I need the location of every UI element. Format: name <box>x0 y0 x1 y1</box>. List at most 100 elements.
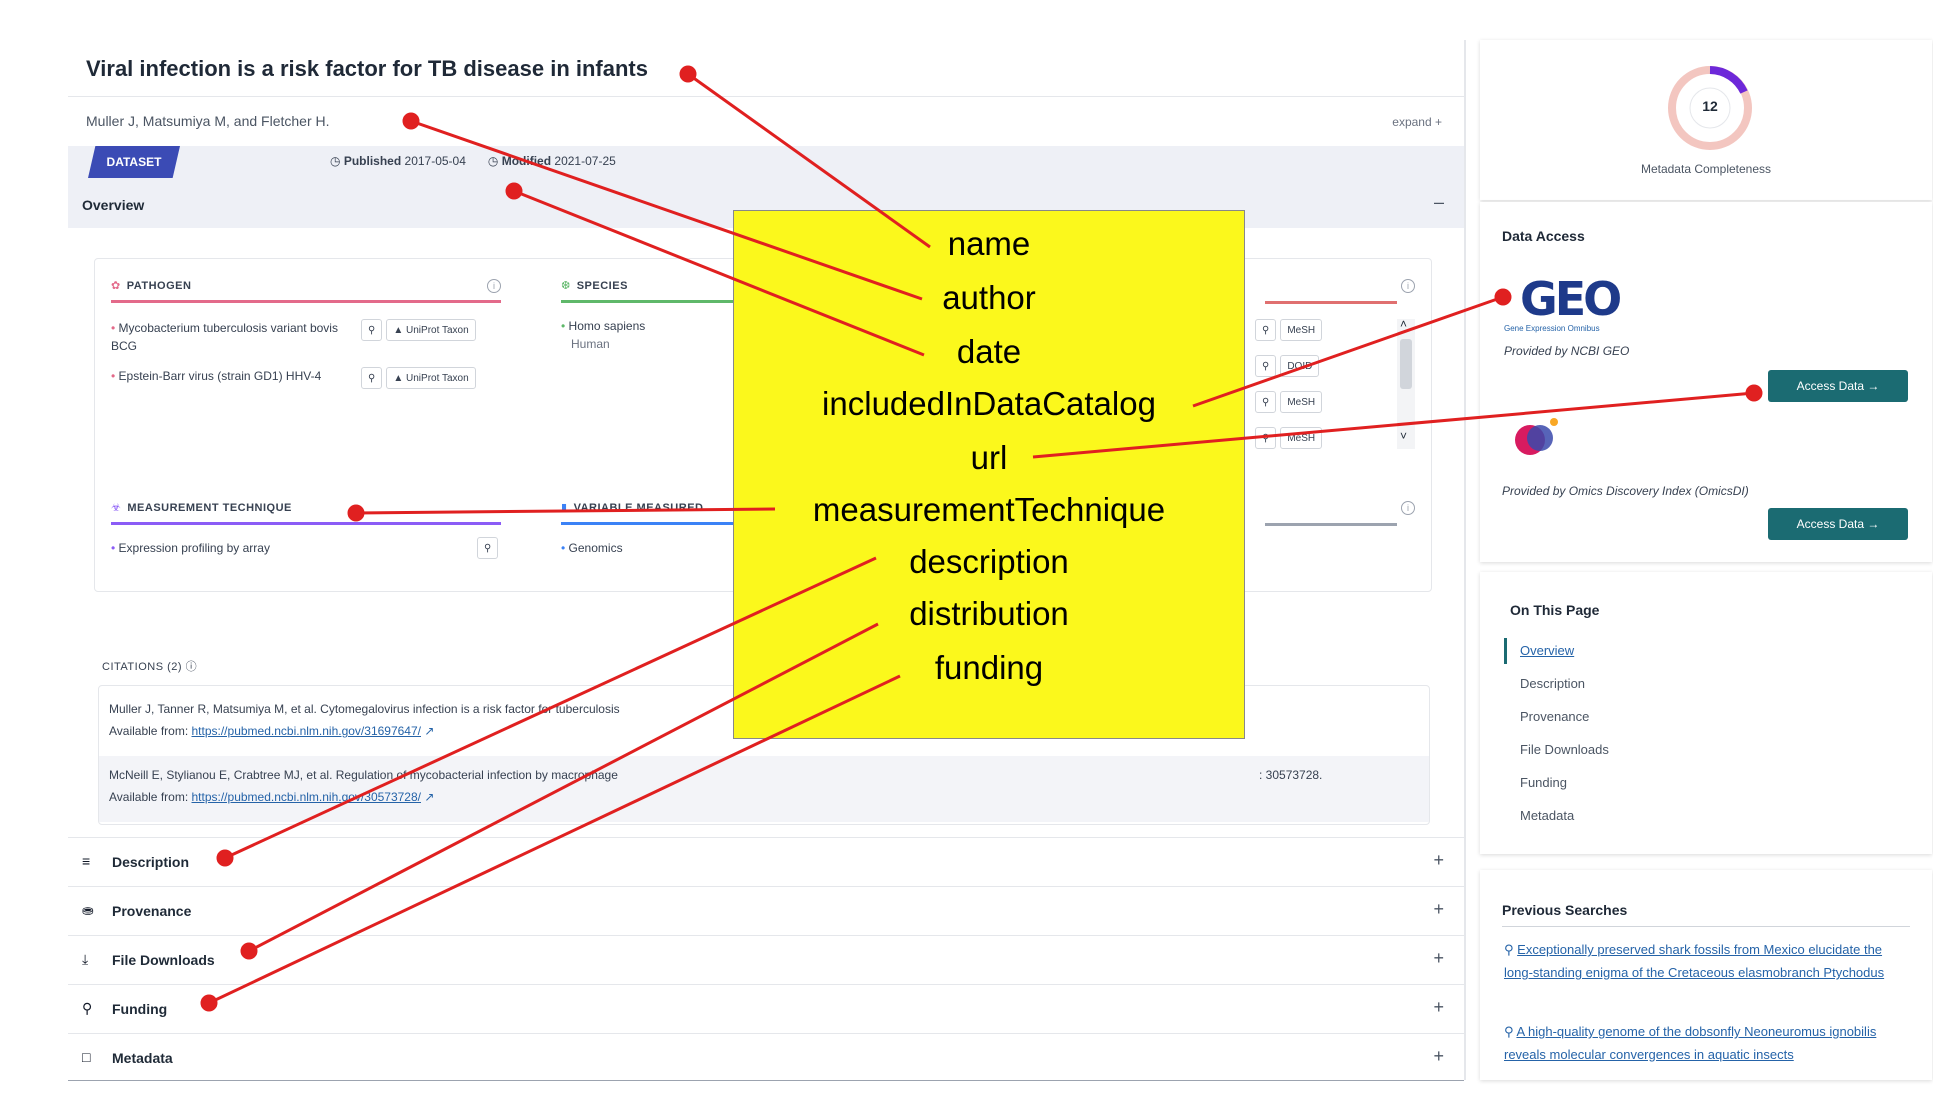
marker-dot <box>679 65 697 83</box>
search-icon[interactable]: ⚲ <box>1255 391 1277 413</box>
section-metadata[interactable]: □ Metadata + <box>68 1033 1464 1082</box>
ruler-icon: ▮ <box>561 502 568 514</box>
pathogen-header: ✿ PATHOGEN <box>111 279 192 293</box>
label-measurement-technique: measurementTechnique <box>812 491 1166 528</box>
search-icon[interactable]: ⚲ <box>477 537 499 559</box>
plus-icon[interactable]: + <box>1433 997 1444 1017</box>
toc-item-file-downloads[interactable]: File Downloads <box>1520 742 1609 757</box>
omicsdi-logo <box>1515 418 1558 455</box>
measurement-underline <box>111 522 501 525</box>
mesh-chip[interactable]: MeSH <box>1280 391 1323 413</box>
plus-icon[interactable]: + <box>1433 850 1444 870</box>
marker-dot <box>1745 384 1763 402</box>
type-bar <box>68 146 1464 178</box>
geo-logo: GEO <box>1520 272 1622 326</box>
info-icon[interactable]: i <box>1401 279 1415 293</box>
search-icon[interactable]: ⚲ <box>1255 319 1277 341</box>
label-distribution: distribution <box>909 595 1069 632</box>
toc-item-funding[interactable]: Funding <box>1520 775 1567 790</box>
search-icon[interactable]: ⚲ <box>1255 427 1277 449</box>
search-icon[interactable]: ⚲ <box>361 319 383 341</box>
metadata-label: Metadata Completeness <box>1640 162 1772 176</box>
uniprot-chip[interactable]: ▲ UniProt Taxon <box>386 319 476 341</box>
toc-item-overview[interactable]: Overview <box>1520 643 1575 658</box>
plus-icon[interactable]: + <box>1433 899 1444 919</box>
chevron-up-icon[interactable]: ˄ <box>1400 317 1408 331</box>
uniprot-chip[interactable]: ▲ UniProt Taxon <box>386 367 476 389</box>
omicsdi-provider: Provided by Omics Discovery Index (Omics… <box>1502 484 1749 498</box>
extra-underline <box>1265 523 1397 526</box>
disease-underline <box>1265 301 1397 304</box>
scrollbar-thumb[interactable] <box>1400 339 1412 389</box>
mesh-chip[interactable]: MeSH <box>1280 319 1323 341</box>
marker-dot <box>402 112 420 130</box>
active-indicator <box>1504 638 1507 664</box>
collapse-icon[interactable]: – <box>1433 192 1444 212</box>
access-data-button[interactable]: Access Data → <box>1768 370 1908 402</box>
data-access-card: Data Access GEO Gene Expression Omnibus … <box>1480 202 1932 562</box>
list-item: • Homo sapiens Human <box>561 319 646 351</box>
section-funding[interactable]: ⚲ Funding + <box>68 984 1464 1033</box>
section-description[interactable]: ≡ Description + <box>68 837 1464 886</box>
toc-item-description[interactable]: Description <box>1520 676 1586 691</box>
plus-icon[interactable]: + <box>1433 948 1444 968</box>
label-included-in-data-catalog: includedInDataCatalog <box>822 385 1156 422</box>
flask-icon: ☣ <box>111 502 122 514</box>
citation-1: Muller J, Tanner R, Matsumiya M, et al. … <box>109 702 620 738</box>
metadata-card: 12 Metadata Completeness <box>1480 40 1932 200</box>
label-funding: funding <box>934 649 1044 686</box>
line-date <box>513 189 925 357</box>
expand-button[interactable]: expand + <box>1392 115 1442 129</box>
published-date: ◷ Published 2017-05-04 <box>330 154 466 168</box>
info-icon[interactable]: i <box>1401 501 1415 515</box>
clock-icon: ◷ <box>487 154 499 168</box>
text-align-icon: ≡ <box>82 853 91 869</box>
section-provenance[interactable]: ⛂ Provenance + <box>68 886 1464 935</box>
file-icon: □ <box>82 1049 91 1065</box>
type-badge: DATASET <box>88 146 180 178</box>
previous-searches-header: Previous Searches <box>1502 902 1628 918</box>
citations-box: Muller J, Tanner R, Matsumiya M, et al. … <box>98 685 1430 825</box>
plus-icon[interactable]: + <box>1433 1046 1444 1066</box>
line-catalog <box>1192 295 1504 408</box>
info-icon[interactable]: i <box>487 279 501 293</box>
marker-dot <box>347 504 365 522</box>
dates: ◷ Published 2017-05-04 ◷ Modified 2021-0… <box>330 154 616 168</box>
species-column: ❆ SPECIES • Homo sapiens Human <box>561 279 791 353</box>
label-author: author <box>942 279 1036 316</box>
label-url: url <box>970 439 1008 476</box>
previous-searches-card: Previous Searches ⚲ Exceptionally preser… <box>1480 870 1932 1080</box>
citation-link[interactable]: https://pubmed.ncbi.nlm.nih.gov/31697647… <box>191 724 422 738</box>
line-url <box>1032 391 1755 459</box>
toc-item-metadata[interactable]: Metadata <box>1520 808 1575 823</box>
pathogen-underline <box>111 300 501 303</box>
external-link-icon[interactable]: ↗ <box>424 724 435 738</box>
search-icon[interactable]: ⚲ <box>1255 355 1277 377</box>
info-icon[interactable]: ⓘ <box>185 661 198 673</box>
label-name: name <box>947 225 1031 262</box>
geo-subtitle: Gene Expression Omnibus <box>1504 324 1600 333</box>
metadata-score: 12 <box>1702 98 1718 114</box>
section-file-downloads[interactable]: ⤓ File Downloads + <box>68 935 1464 984</box>
clock-icon: ◷ <box>330 154 341 168</box>
metadata-ring <box>1668 66 1752 150</box>
search-icon[interactable]: ⚲ <box>361 367 383 389</box>
divider <box>1502 926 1910 927</box>
geo-provider: Provided by NCBI GEO <box>1504 344 1630 358</box>
on-this-page-header: On This Page <box>1510 602 1600 618</box>
line-author <box>410 119 923 301</box>
chevron-down-icon[interactable]: ˅ <box>1400 429 1408 443</box>
access-data-button[interactable]: Access Data → <box>1768 508 1908 540</box>
leaf-icon: ❆ <box>561 280 571 292</box>
annotation-overlay: name author date includedInDataCatalog u… <box>733 210 1245 739</box>
download-icon: ⤓ <box>82 951 89 967</box>
toc-item-provenance[interactable]: Provenance <box>1520 709 1590 724</box>
line-funding <box>208 674 901 1005</box>
external-link-icon[interactable]: ↗ <box>424 790 435 804</box>
label-date: date <box>956 333 1022 370</box>
search-item[interactable]: ⚲ Exceptionally preserved shark fossils … <box>1504 942 1885 980</box>
scrollbar[interactable]: ˄ ˅ <box>1397 317 1415 449</box>
search-item[interactable]: ⚲ A high-quality genome of the dobsonfly… <box>1504 1024 1877 1062</box>
pathogen-column: ✿ PATHOGEN i • Mycobacterium tuberculosi… <box>111 279 501 389</box>
extra-column: i <box>1265 501 1415 526</box>
